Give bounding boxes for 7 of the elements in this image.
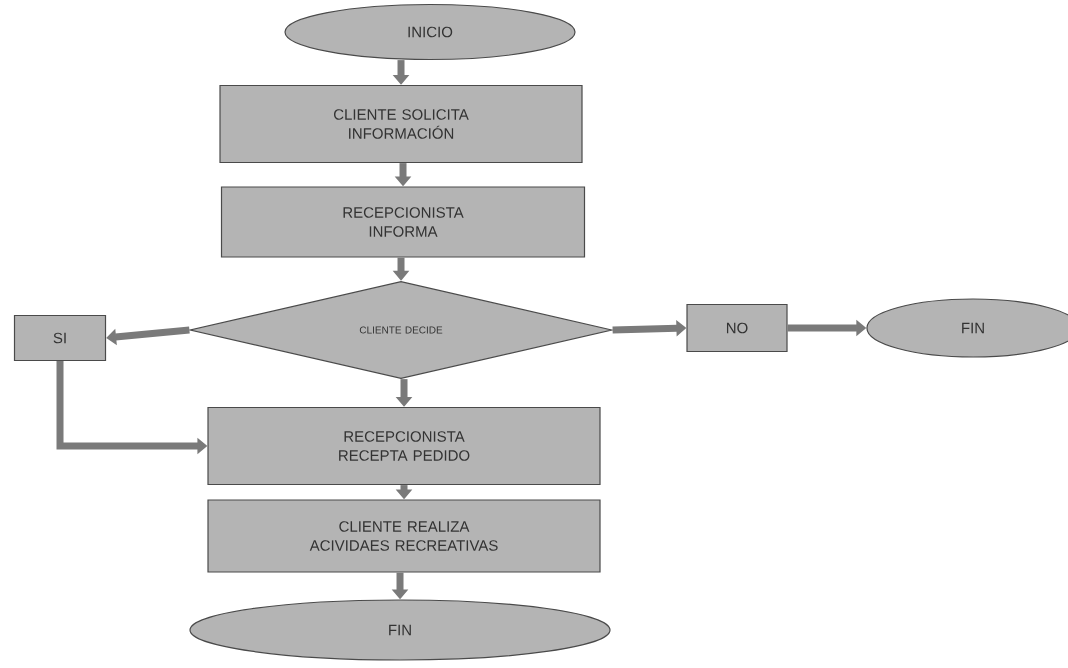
process-box: RECEPCIONISTA RECEPTA PEDIDO xyxy=(207,406,601,486)
process-box: CLIENTE REALIZA ACIVIDAES RECREATIVAS xyxy=(207,499,601,573)
answer-box: SI xyxy=(13,314,107,362)
answer-box: NO xyxy=(686,303,788,353)
block-arrow xyxy=(106,326,190,346)
process-box: RECEPCIONISTA INFORMA xyxy=(220,186,586,258)
process-box: CLIENTE SOLICITA INFORMACIÓN xyxy=(219,84,583,164)
